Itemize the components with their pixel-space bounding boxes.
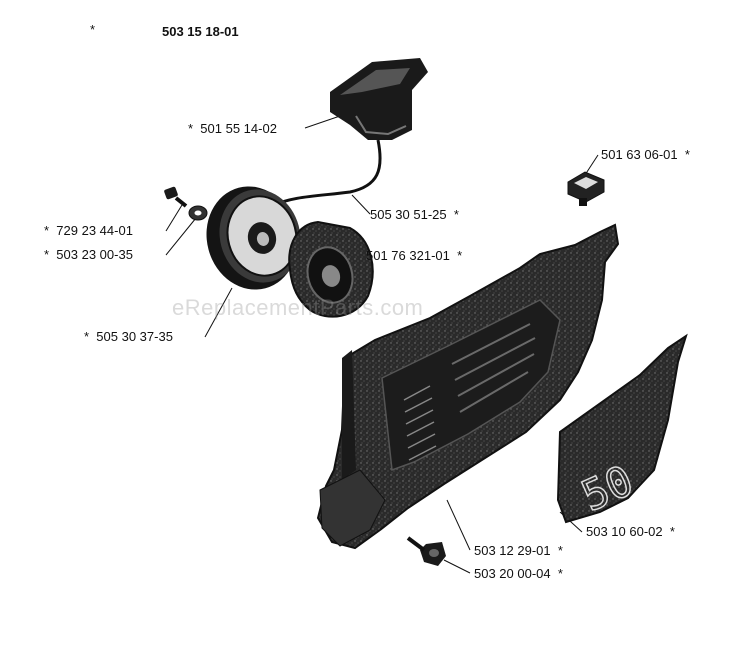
label-starter-housing: 503 12 29-01 * bbox=[474, 543, 563, 558]
label-decal: 503 10 60-02 * bbox=[586, 524, 675, 539]
label-part-number: 503 10 60-02 bbox=[586, 524, 663, 539]
label-part-number: 501 76 321-01 bbox=[366, 248, 450, 263]
bolt-part bbox=[406, 536, 446, 566]
leader-pulley bbox=[204, 287, 233, 338]
label-bolt: 503 20 00-04 * bbox=[474, 566, 563, 581]
label-asterisk: * bbox=[557, 543, 563, 558]
label-part-number: 503 20 00-04 bbox=[474, 566, 551, 581]
label-starter-cord: 505 30 51-25 * bbox=[370, 207, 459, 222]
starter-housing-part bbox=[316, 223, 620, 550]
label-asterisk: * bbox=[84, 329, 90, 344]
label-asterisk: * bbox=[188, 121, 194, 136]
label-asterisk: * bbox=[44, 247, 50, 262]
label-asterisk: * bbox=[557, 566, 563, 581]
grommet-part bbox=[567, 171, 605, 206]
label-rope-pulley: * 505 30 37-35 bbox=[84, 329, 173, 344]
label-asterisk: * bbox=[457, 248, 463, 263]
leader-bolt bbox=[443, 559, 471, 574]
label-asterisk: * bbox=[669, 524, 675, 539]
label-asterisk: * bbox=[44, 223, 50, 238]
label-screw: * 729 23 44-01 bbox=[44, 223, 133, 238]
screw-part bbox=[164, 186, 188, 208]
label-asterisk: * bbox=[684, 147, 690, 162]
label-asterisk: * bbox=[453, 207, 459, 222]
label-part-number: 505 30 37-35 bbox=[96, 329, 173, 344]
label-part-number: 505 30 51-25 bbox=[370, 207, 447, 222]
leader-housing bbox=[446, 499, 471, 551]
label-starter-handle: * 501 55 14-02 bbox=[188, 121, 277, 136]
leader-handle bbox=[304, 115, 341, 129]
rope-pulley-part bbox=[206, 186, 301, 290]
washer-part bbox=[188, 205, 208, 221]
label-part-number: 503 12 29-01 bbox=[474, 543, 551, 558]
watermark: eReplacementParts.com bbox=[172, 295, 424, 320]
assembly-number: 503 15 18-01 bbox=[162, 24, 239, 39]
label-part-number: 503 23 00-35 bbox=[56, 247, 133, 262]
recoil-spring-part bbox=[288, 220, 374, 318]
label-washer: * 503 23 00-35 bbox=[44, 247, 133, 262]
title-asterisk: * bbox=[90, 22, 96, 37]
starter-handle-part bbox=[330, 58, 428, 140]
leader-screw bbox=[165, 204, 183, 232]
leader-washer bbox=[165, 217, 197, 256]
label-part-number: 501 55 14-02 bbox=[200, 121, 277, 136]
leader-cord bbox=[351, 194, 371, 215]
label-part-number: 729 23 44-01 bbox=[56, 223, 133, 238]
label-recoil-spring: 501 76 321-01 * bbox=[366, 248, 462, 263]
label-part-number: 501 63 06-01 bbox=[601, 147, 678, 162]
label-grommet: 501 63 06-01 * bbox=[601, 147, 690, 162]
